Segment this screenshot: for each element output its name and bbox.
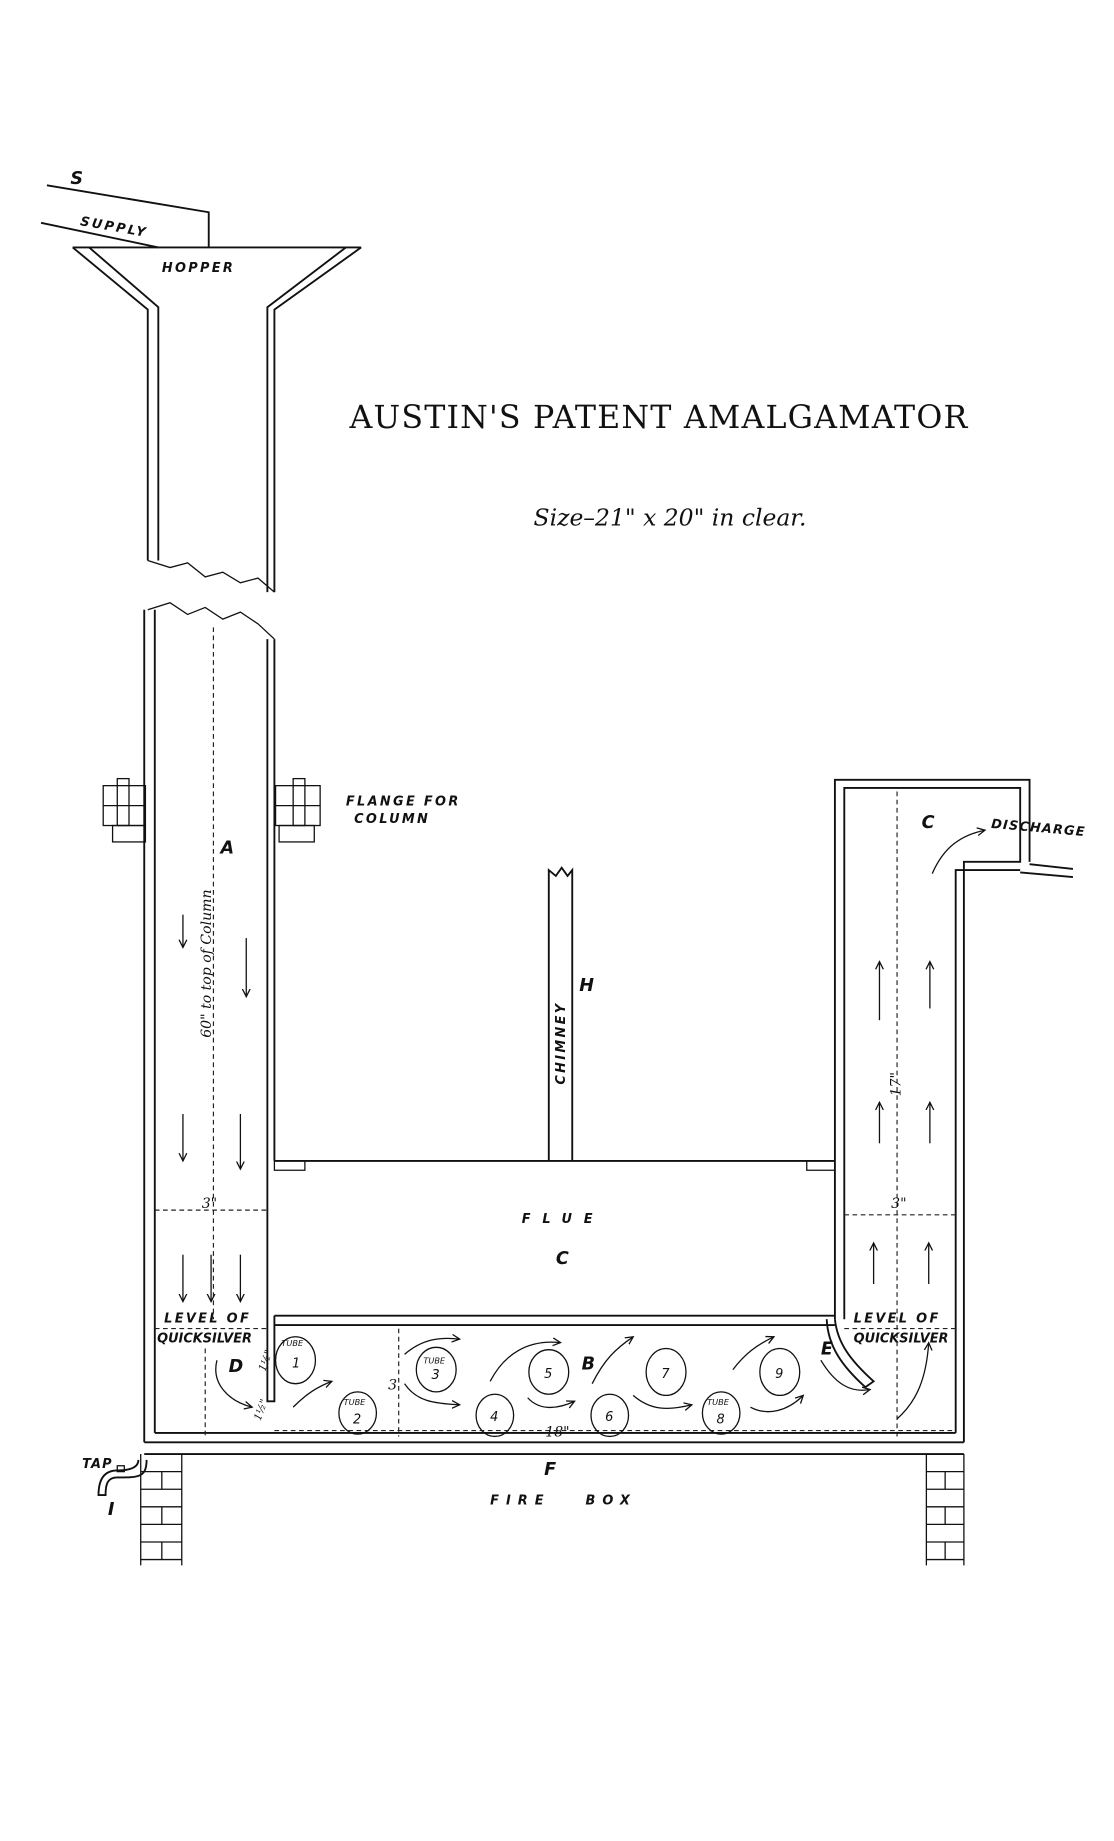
tube-5-number: 5: [544, 1367, 552, 1382]
tube-5: 5: [528, 1349, 570, 1395]
tube-3-number: 3: [432, 1368, 440, 1383]
label-a: A: [218, 839, 234, 859]
label-supply: SUPPLY: [79, 214, 149, 241]
dim-18: 18": [545, 1424, 569, 1440]
tube-7: 7: [645, 1347, 687, 1397]
tube-4: 4: [475, 1393, 515, 1438]
label-s: S: [70, 169, 83, 189]
dim-17: 17": [889, 1072, 905, 1096]
label-e: E: [821, 1339, 833, 1359]
drawing-subtitle: Size–21" x 20" in clear.: [534, 503, 807, 531]
label-h: H: [579, 976, 594, 996]
label-chimney: CHIMNEY: [554, 1002, 569, 1085]
dim-left: 3": [202, 1196, 217, 1212]
flange-left: [102, 777, 147, 843]
label-f: F: [544, 1460, 556, 1480]
svg-text:TUBE: TUBE: [423, 1356, 446, 1366]
tube-7-number: 7: [661, 1367, 670, 1382]
label-d: D: [229, 1357, 244, 1377]
label-flange-1: FLANGE FOR: [346, 795, 461, 810]
drawing-title: AUSTIN'S PATENT AMALGAMATOR: [348, 400, 968, 436]
dim-right: 3": [891, 1196, 906, 1212]
svg-text:TUBE: TUBE: [344, 1397, 367, 1407]
level-left-2: QUICKSILVER: [157, 1332, 252, 1347]
label-b: B: [582, 1355, 595, 1375]
svg-text:TUBE: TUBE: [281, 1338, 304, 1348]
label-i: I: [108, 1500, 115, 1520]
label-c-flue: C: [556, 1249, 569, 1269]
svg-text:TUBE: TUBE: [707, 1397, 730, 1407]
label-c-top: C: [922, 813, 935, 833]
tube-1: TUBE 1: [274, 1336, 317, 1385]
tube-3: TUBE 3: [415, 1346, 457, 1393]
tube-2-number: 2: [353, 1413, 361, 1428]
tube-1-number: 1: [292, 1356, 300, 1371]
level-right-2: QUICKSILVER: [854, 1332, 949, 1347]
tube-6: 6: [590, 1393, 630, 1438]
fire-box: [140, 1453, 965, 1566]
column-a: [143, 609, 276, 1443]
tube-6-number: 6: [605, 1410, 613, 1425]
label-discharge: DISCHARGE: [991, 817, 1087, 840]
label-tap: TAP: [82, 1457, 113, 1472]
dim-gap-1: 1½": [257, 1348, 276, 1373]
tube-9-number: 9: [775, 1367, 783, 1382]
amalgamating-tank: [144, 1319, 964, 1444]
tap: [97, 1459, 148, 1497]
tube-2: TUBE 2: [338, 1391, 378, 1435]
chimney: [547, 866, 574, 1161]
tube-9: 9: [759, 1347, 801, 1397]
label-flue: FLUE: [522, 1212, 604, 1227]
flange-right: [274, 777, 321, 843]
dim-gap-2: 1½": [252, 1398, 271, 1423]
tube-8: TUBE 8: [701, 1391, 741, 1435]
flow-arrows: [215, 1337, 929, 1420]
tube-8-number: 8: [716, 1413, 724, 1428]
tube-4-number: 4: [490, 1410, 498, 1425]
dim-3: 3: [388, 1378, 397, 1394]
label-flange-2: COLUMN: [354, 812, 430, 827]
hopper: [72, 246, 362, 640]
flue: [273, 1159, 835, 1326]
column-height-dimension: 60" to top of Column: [199, 889, 215, 1037]
label-firebox: FIRE BOX: [490, 1493, 637, 1508]
level-right-1: LEVEL OF: [854, 1312, 941, 1327]
level-left-1: LEVEL OF: [164, 1312, 251, 1327]
label-hopper: HOPPER: [162, 261, 235, 276]
supply-chute: [40, 184, 210, 249]
